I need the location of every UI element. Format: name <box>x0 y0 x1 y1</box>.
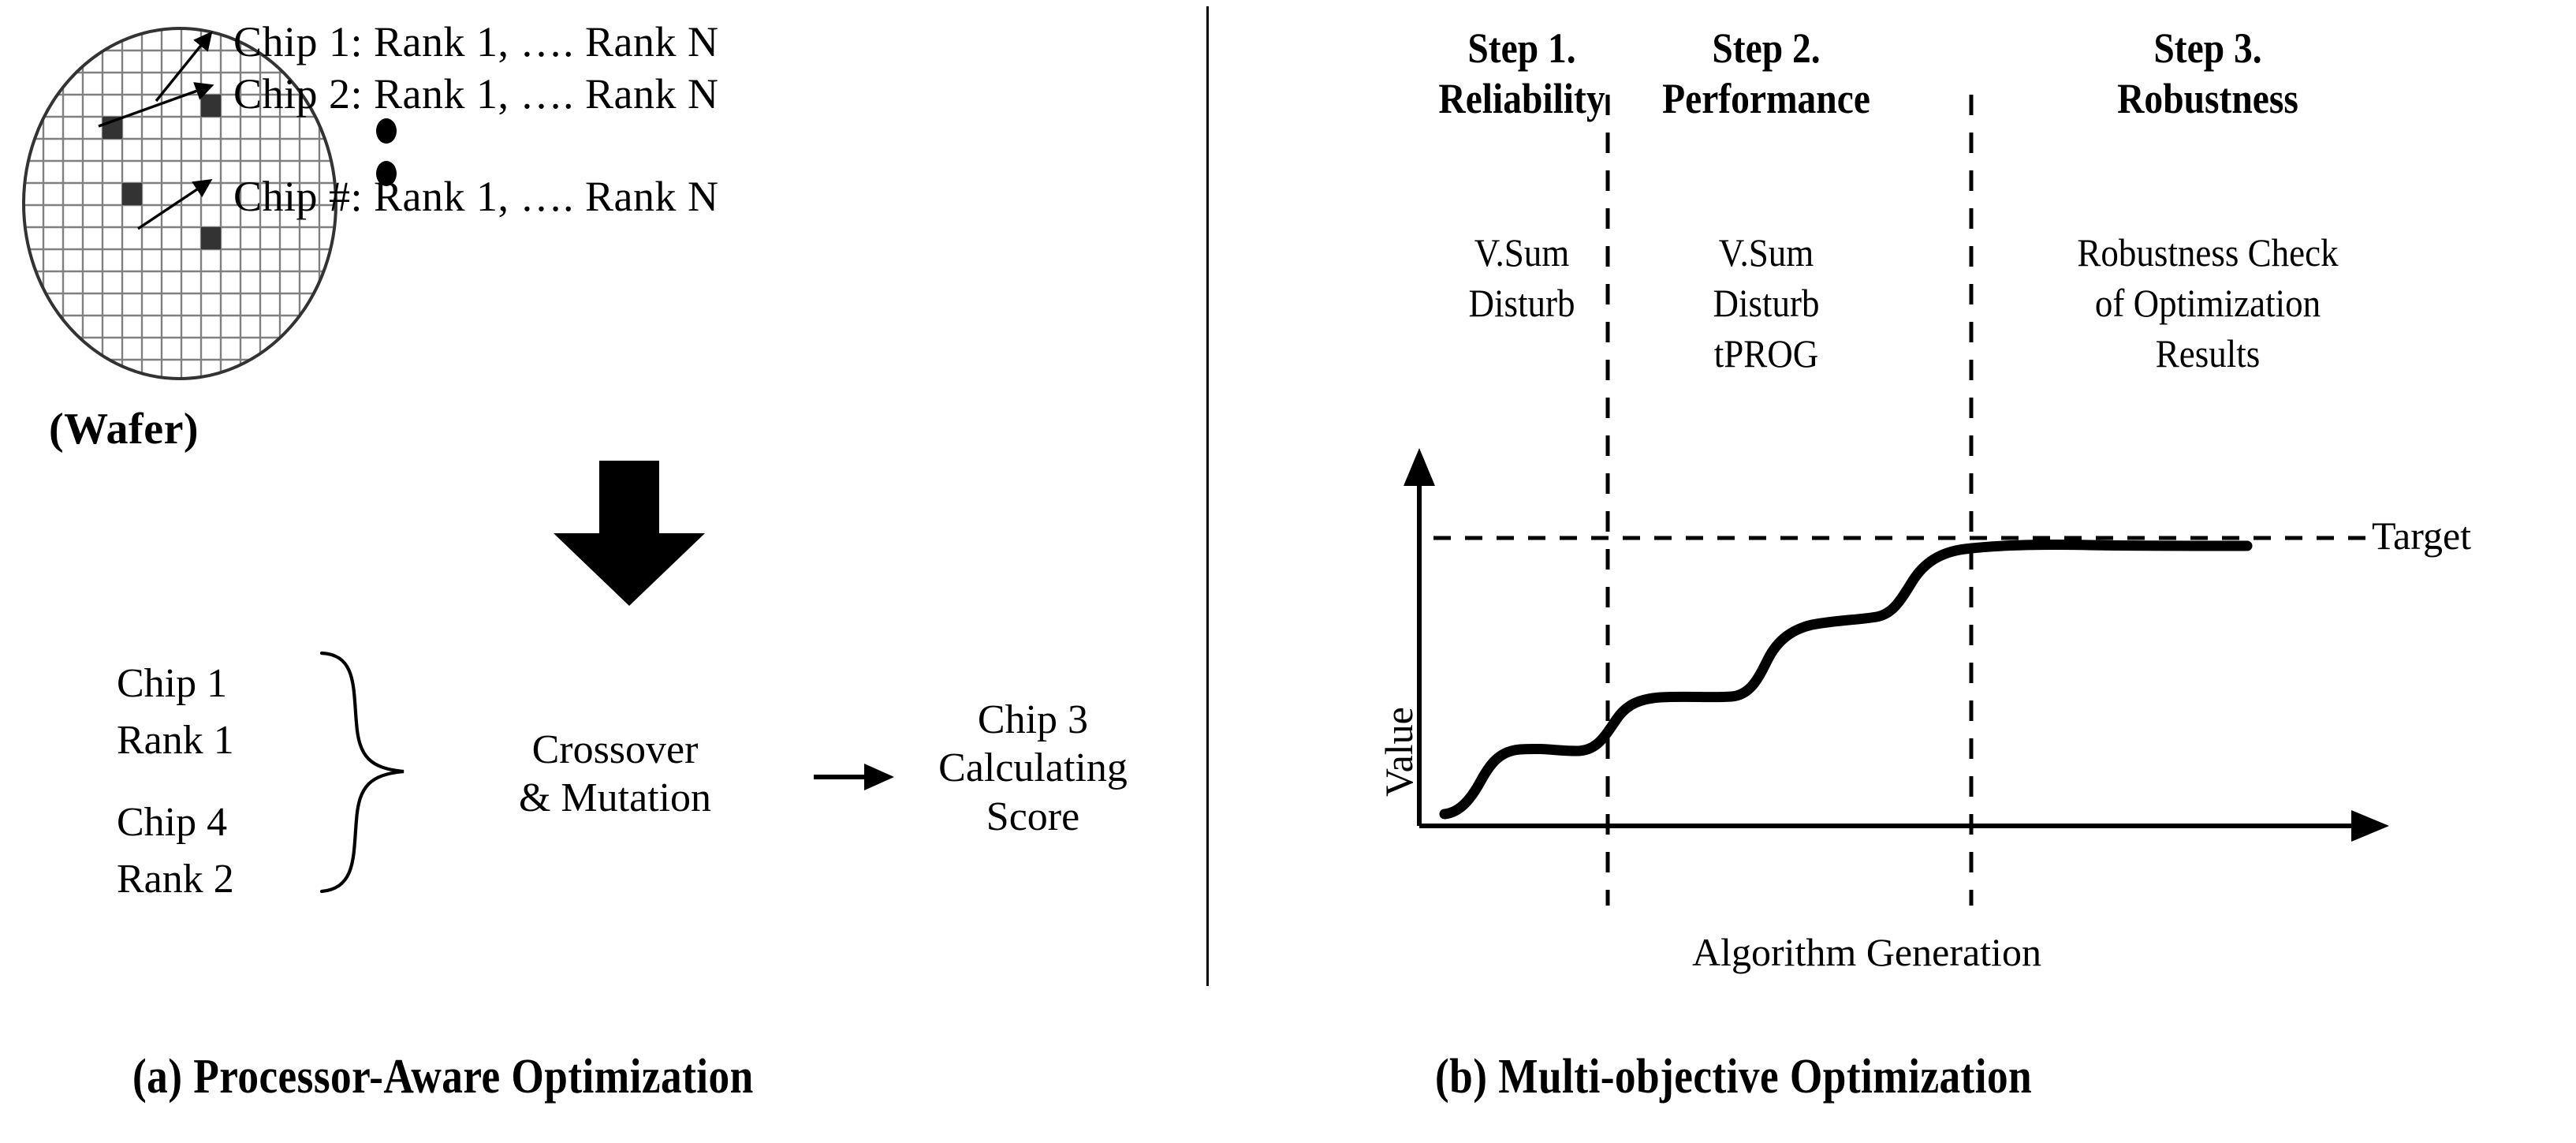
step-1-item-1: Disturb <box>1468 281 1575 325</box>
step-1-title-line2: Reliability <box>1438 74 1605 122</box>
offspring-label: Chip 3 Calculating Score <box>899 696 1167 841</box>
step-2-items: V.Sum Disturb tPROG <box>1589 227 1944 379</box>
chip-rank-line-1: Chip 1: Rank 1, …. Rank N <box>233 18 719 65</box>
step-2-title-line2: Performance <box>1662 74 1870 122</box>
wafer-diagram <box>14 14 345 409</box>
panel-a-caption: (a) Processor-Aware Optimization <box>132 1050 754 1104</box>
step-2-item-2: tPROG <box>1713 331 1819 375</box>
grouping-brace <box>319 651 404 894</box>
wafer-label: (Wafer) <box>49 405 199 454</box>
leader-arrow-chip2 <box>98 82 214 128</box>
wafer-leader-arrows <box>98 31 214 230</box>
operator-line-2: & Mutation <box>518 775 712 821</box>
ellipsis-dot-2 <box>376 161 397 186</box>
parent-2-rank: Rank 2 <box>117 857 234 902</box>
vertical-ellipsis <box>376 118 397 186</box>
step-3-title-line1: Step 3. <box>2153 24 2262 72</box>
wafer-outline <box>22 27 337 380</box>
step-1-items: V.Sum Disturb <box>1394 227 1650 328</box>
parent-1-chip: Chip 1 <box>117 661 228 706</box>
x-axis-label: Algorithm Generation <box>1692 930 2041 974</box>
crossover-mutation-label: Crossover & Mutation <box>442 726 788 823</box>
step-1-item-0: V.Sum <box>1474 230 1570 275</box>
offspring-line-2: Calculating <box>938 745 1128 791</box>
x-axis-arrowhead <box>2351 810 2389 842</box>
y-axis-arrowhead <box>1404 448 1435 486</box>
step-3-item-1: of Optimization <box>2094 281 2321 325</box>
step-2-title: Step 2. Performance <box>1593 24 1940 124</box>
step-3-title: Step 3. Robustness <box>2034 24 2381 124</box>
operator-line-1: Crossover <box>531 727 699 772</box>
target-label: Target <box>2372 514 2472 558</box>
panel-b-caption: (b) Multi-objective Optimization <box>1435 1050 2033 1104</box>
panel-b-multi-objective-optimization: Step 1. Reliability Step 2. Performance … <box>1206 0 2576 1143</box>
parent-2-chip: Chip 4 <box>117 800 228 845</box>
chip-rank-line-n: Chip #: Rank 1, …. Rank N <box>233 173 719 220</box>
leader-arrow-chipn <box>137 179 213 230</box>
step-2-item-0: V.Sum <box>1718 230 1814 275</box>
step-3-items: Robustness Check of Optimization Results <box>2016 227 2399 379</box>
chip-rank-line-2: Chip 2: Rank 1, …. Rank N <box>233 70 719 118</box>
step-3-item-0: Robustness Check <box>2077 230 2339 275</box>
step-1-title: Step 1. Reliability <box>1397 24 1647 124</box>
panel-divider <box>1206 6 1209 986</box>
offspring-line-3: Score <box>986 794 1080 839</box>
step-1-title-line1: Step 1. <box>1467 24 1576 72</box>
step-3-title-line2: Robustness <box>2117 74 2298 122</box>
step-2-title-line1: Step 2. <box>1712 24 1821 72</box>
step-2-item-1: Disturb <box>1713 281 1820 325</box>
step-3-item-2: Results <box>2155 331 2261 375</box>
parent-1-rank: Rank 1 <box>117 718 234 763</box>
value-vs-generation-chart <box>1404 448 2389 842</box>
offspring-line-1: Chip 3 <box>977 697 1089 742</box>
panel-a-processor-aware-optimization: (Wafer) Chip 1: Rank 1, …. Rank N Chip 2… <box>0 0 1206 1143</box>
ellipsis-dot-1 <box>376 118 397 144</box>
leader-arrow-chip1 <box>155 31 213 103</box>
y-axis-label: Value <box>1377 707 1421 797</box>
value-curve <box>1439 540 2253 820</box>
down-block-arrow-icon <box>554 461 705 606</box>
offspring-arrow-icon <box>814 764 894 790</box>
marked-chip-3 <box>122 183 142 205</box>
wafer-svg <box>22 27 337 380</box>
marked-chip-4 <box>201 227 221 249</box>
